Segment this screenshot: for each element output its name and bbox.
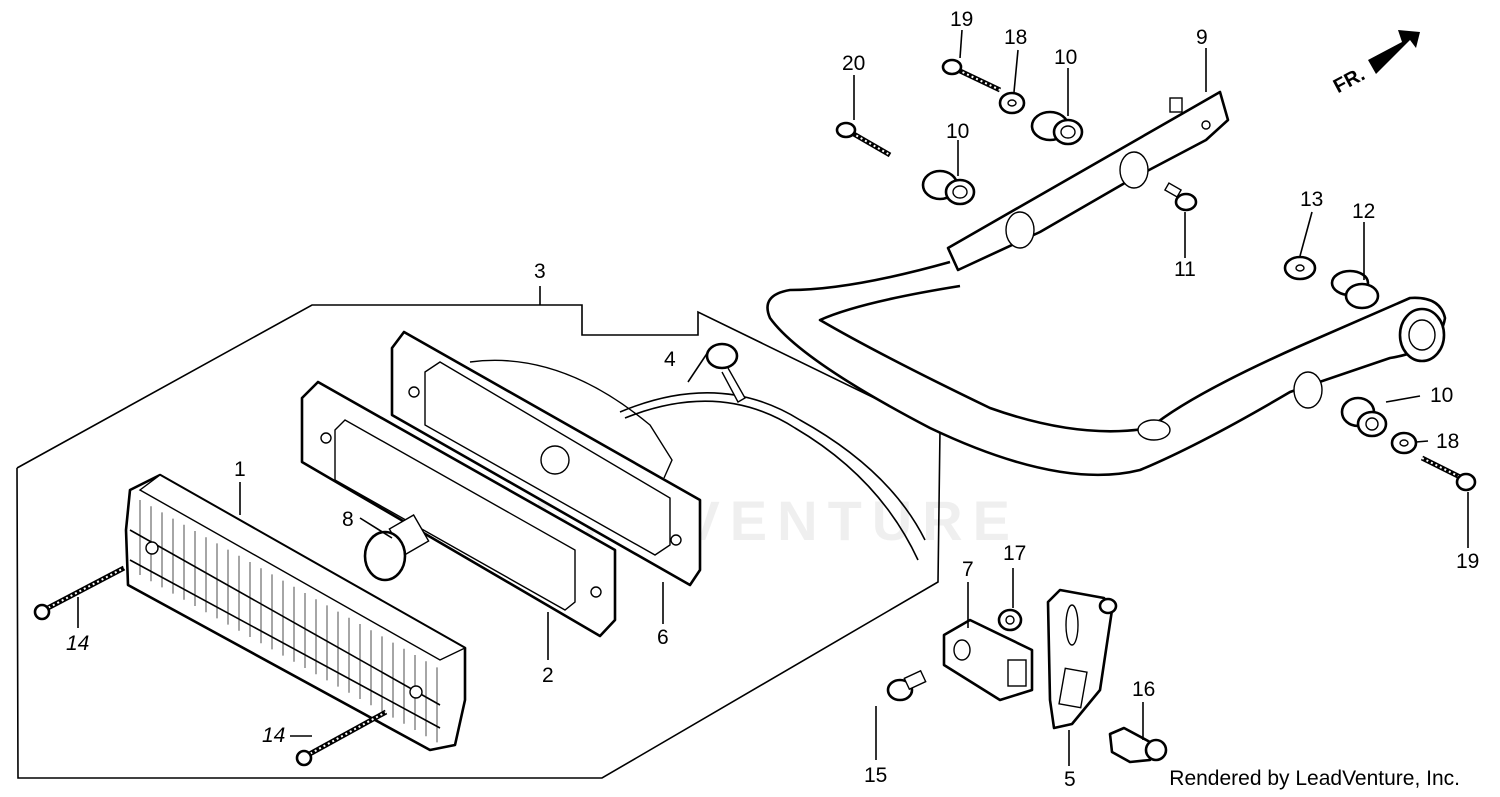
collar-large [1330,269,1380,310]
label-part-10-upper: 10 [1054,46,1077,69]
grommet-upper [1030,110,1084,146]
lens-gasket [300,380,617,638]
label-part-4: 4 [664,348,676,371]
label-part-18-lower: 18 [1436,430,1459,453]
label-part-10-lower: 10 [1430,384,1453,407]
label-part-14-lower: 14 [262,724,285,747]
label-part-19-upper: 19 [950,8,973,31]
label-part-9: 9 [1196,26,1208,49]
mounting-plate [1046,588,1118,730]
label-part-19-lower: 19 [1456,550,1479,573]
nut [997,608,1023,632]
label-part-13: 13 [1300,188,1323,211]
label-part-17: 17 [1003,542,1026,565]
collar-small [886,669,927,702]
label-part-20: 20 [842,52,865,75]
collar [1163,182,1198,212]
grommet-lower [1340,396,1388,438]
washer-upper [998,91,1026,115]
lens-screw-lower [295,709,388,767]
bulb [363,514,430,582]
label-part-7: 7 [962,558,974,581]
washer-lower [1390,431,1418,455]
bolt-side [835,121,892,158]
assembly-outline [16,304,941,779]
label-part-6: 6 [657,626,669,649]
label-part-2: 2 [542,664,554,687]
label-part-11: 11 [1174,258,1196,281]
label-part-18-upper: 18 [1004,26,1027,49]
lens-screw-upper [33,565,126,621]
bolt-upper [941,58,1002,93]
front-direction-arrow: FR. [1330,30,1420,98]
label-part-10-middle: 10 [946,120,969,143]
leader-lines [77,29,1469,766]
front-direction-label: FR. [1330,63,1369,98]
label-part-16: 16 [1132,678,1155,701]
label-part-14-upper: 14 [66,632,89,655]
fender-bracket [766,90,1447,477]
license-bracket [942,618,1034,702]
trim-clip [1108,726,1168,764]
part-labels: 1 2 3 4 5 6 7 8 9 10 10 10 11 12 13 14 1… [66,8,1479,791]
label-part-12: 12 [1352,200,1375,223]
taillight-base [390,330,702,587]
bolt-lower [1420,455,1477,492]
label-part-5: 5 [1064,768,1076,791]
label-part-1: 1 [234,458,246,481]
taillight-lens [124,473,467,752]
label-part-15: 15 [864,764,887,787]
wire-harness [619,392,926,561]
label-part-3: 3 [534,260,546,283]
label-part-8: 8 [342,508,354,531]
washer-large [1283,255,1317,281]
grommet-middle [921,169,976,206]
wire-clamp [705,342,746,403]
credit-text: Rendered by LeadVenture, Inc. [1169,767,1460,790]
